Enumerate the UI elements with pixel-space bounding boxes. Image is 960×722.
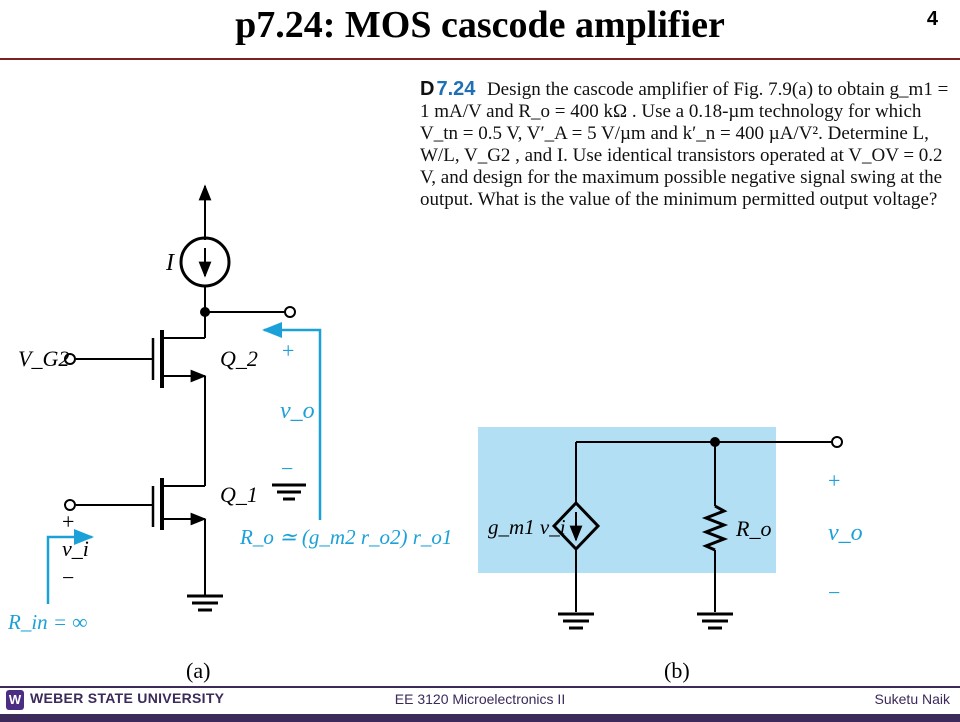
university-name: WEBER STATE UNIVERSITY [30, 690, 225, 706]
circuit-diagrams: I V_G2 Q_2 Q_1 + v_o − + v_i − R_o ≃ (g_… [7, 184, 863, 683]
vi-terminal[interactable] [64, 499, 76, 511]
resistor-label: R_o [735, 516, 771, 541]
dependent-source-label: g_m1 v_i [488, 515, 566, 539]
q1-label: Q_1 [220, 482, 258, 507]
footer-bar [0, 714, 960, 722]
output-voltage-b: v_o [828, 520, 863, 546]
circuit-b [551, 436, 843, 630]
output-minus-b: − [828, 580, 840, 605]
figure-label-a: (a) [186, 658, 210, 683]
slide-title: p7.24: MOS cascode amplifier [235, 4, 725, 46]
author-name: Suketu Naik [874, 691, 950, 707]
q2-label: Q_2 [220, 346, 258, 371]
resistor-ro [701, 504, 729, 552]
problem-text: Design the cascode amplifier of Fig. 7.9… [420, 79, 949, 210]
problem-badge-d: D [420, 78, 435, 100]
output-terminal-a[interactable] [284, 306, 296, 318]
input-plus: + [62, 509, 74, 534]
output-voltage-a: v_o [280, 398, 315, 424]
output-minus-a: − [281, 456, 293, 481]
transistor-q1 [151, 478, 207, 530]
output-node-a [200, 307, 210, 317]
transistor-q2 [151, 330, 207, 388]
figure-label-b: (b) [664, 658, 690, 683]
title-divider [0, 58, 960, 60]
ro-expression: R_o ≃ (g_m2 r_o2) r_o1 [239, 525, 452, 549]
ground-symbol-b2 [697, 612, 733, 630]
problem-badge-number: 7.24 [436, 78, 476, 100]
university-logo-icon: W [6, 690, 24, 710]
input-voltage: v_i [62, 536, 89, 561]
vg2-label: V_G2 [18, 346, 69, 371]
ground-symbol-b1 [558, 612, 594, 630]
output-plus-a: + [282, 338, 294, 363]
output-node-b [710, 437, 720, 447]
page-number: 4 [926, 8, 938, 30]
ground-symbol-output [272, 483, 306, 501]
course-name: EE 3120 Microelectronics II [394, 691, 566, 707]
output-plus-b: + [828, 468, 840, 493]
current-source-label: I [165, 250, 175, 276]
circuit-a [64, 184, 306, 612]
ground-symbol-a [187, 594, 223, 612]
output-terminal-b[interactable] [831, 436, 843, 448]
rin-expression: R_in = ∞ [7, 610, 87, 634]
rin-annotation-arrow [46, 529, 94, 604]
ro-annotation-arrow [262, 322, 322, 520]
vg2-terminal[interactable] [64, 353, 76, 365]
footer: W WEBER STATE UNIVERSITY EE 3120 Microel… [0, 686, 960, 722]
input-minus: − [62, 565, 74, 590]
equivalent-circuit-panel [478, 427, 776, 573]
